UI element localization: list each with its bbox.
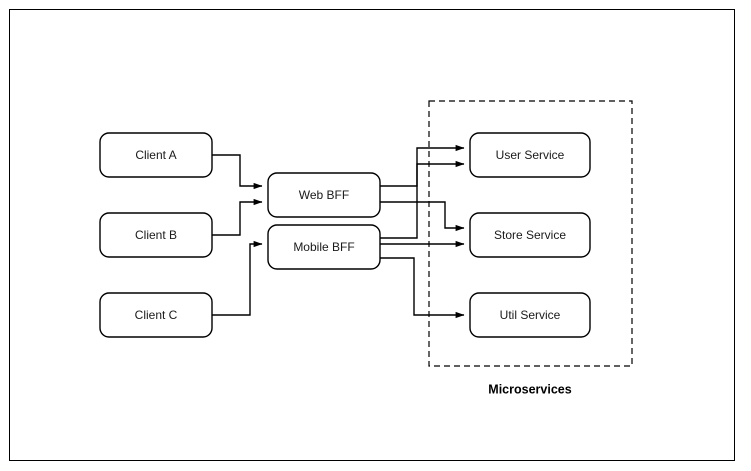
edge-web-bff-to-store-service bbox=[380, 201, 465, 232]
client-a-label: Client A bbox=[135, 148, 176, 162]
node-user-service[interactable]: User Service bbox=[469, 132, 591, 178]
web-bff-label: Web BFF bbox=[299, 188, 349, 202]
client-c-label: Client C bbox=[135, 308, 178, 322]
store-service-label: Store Service bbox=[494, 228, 566, 242]
util-service-box[interactable] bbox=[469, 292, 591, 338]
user-service-box[interactable] bbox=[469, 132, 591, 178]
client-c-box[interactable] bbox=[99, 292, 213, 338]
client-b-label: Client B bbox=[135, 228, 177, 242]
client-a-box[interactable] bbox=[99, 132, 213, 178]
edge-web-bff-to-user-service bbox=[380, 144, 465, 187]
user-service-label: User Service bbox=[496, 148, 565, 162]
edge-client-a-to-web-bff bbox=[212, 154, 263, 190]
store-service-box[interactable] bbox=[469, 212, 591, 258]
node-web-bff[interactable]: Web BFF bbox=[267, 172, 381, 218]
edge-client-c-to-mobile-bff bbox=[212, 240, 263, 316]
microservices-group-boundary bbox=[428, 100, 633, 367]
client-b-box[interactable] bbox=[99, 212, 213, 258]
edge-mobile-bff-to-user-service bbox=[380, 160, 465, 239]
node-util-service[interactable]: Util Service bbox=[469, 292, 591, 338]
node-client-a[interactable]: Client A bbox=[99, 132, 213, 178]
edge-mobile-bff-to-util-service bbox=[380, 257, 465, 319]
node-client-c[interactable]: Client C bbox=[99, 292, 213, 338]
mobile-bff-box[interactable] bbox=[267, 224, 381, 270]
microservices-group-label: Microservices bbox=[488, 382, 571, 396]
node-mobile-bff[interactable]: Mobile BFF bbox=[267, 224, 381, 270]
mobile-bff-label: Mobile BFF bbox=[293, 240, 354, 254]
web-bff-box[interactable] bbox=[267, 172, 381, 218]
node-store-service[interactable]: Store Service bbox=[469, 212, 591, 258]
util-service-label: Util Service bbox=[500, 308, 561, 322]
edge-client-b-to-web-bff bbox=[212, 198, 263, 236]
node-client-b[interactable]: Client B bbox=[99, 212, 213, 258]
